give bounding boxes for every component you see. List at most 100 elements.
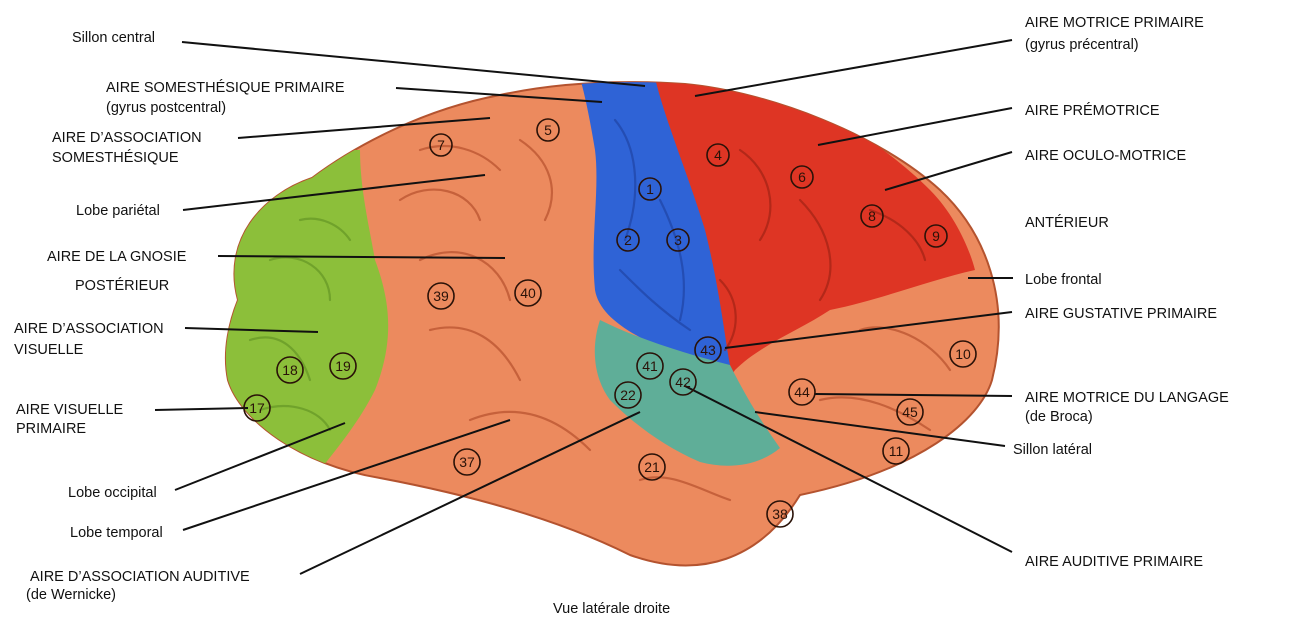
area-marker-38: 38 (766, 500, 794, 528)
area-marker-41: 41 (636, 352, 664, 380)
area-number: 40 (520, 285, 536, 301)
leader-motrice-primaire (694, 39, 1013, 97)
area-marker-5: 5 (536, 118, 560, 142)
leader-sillon-central (181, 41, 646, 87)
left-labels: Sillon central AIRE SOMESTHÉSIQUE PRIMAI… (14, 30, 345, 603)
label-sillon-lateral: Sillon latéral (1013, 442, 1092, 458)
leader-gnosie (217, 255, 506, 259)
area-number: 45 (902, 404, 918, 420)
label-gustative-primaire: AIRE GUSTATIVE PRIMAIRE (1025, 306, 1217, 322)
leader-gustative-primaire (724, 311, 1013, 349)
leader-lobe-occipital (174, 422, 346, 491)
label-association-visuelle: AIRE D’ASSOCIATION (14, 321, 164, 337)
area-marker-10: 10 (949, 340, 977, 368)
leader-somesthesique-primaire (395, 87, 603, 103)
label-somesthesique-primaire-sub: (gyrus postcentral) (106, 100, 226, 116)
area-marker-40: 40 (514, 279, 542, 307)
area-number: 4 (714, 147, 722, 163)
leader-lines (154, 39, 1013, 575)
label-motrice-langage: AIRE MOTRICE DU LANGAGE (1025, 390, 1229, 406)
area-number: 38 (772, 506, 788, 522)
label-gnosie: AIRE DE LA GNOSIE (47, 249, 187, 265)
label-premotrice: AIRE PRÉMOTRICE (1025, 102, 1160, 119)
area-marker-3: 3 (666, 228, 690, 252)
leader-sillon-lateral (754, 411, 1006, 447)
area-marker-2: 2 (616, 228, 640, 252)
label-lobe-parietal: Lobe pariétal (76, 203, 160, 219)
area-number: 8 (868, 208, 876, 224)
area-number: 39 (433, 288, 449, 304)
label-motrice-langage-sub: (de Broca) (1025, 409, 1093, 425)
area-number: 3 (674, 232, 682, 248)
label-lobe-temporal: Lobe temporal (70, 525, 163, 541)
area-marker-39: 39 (427, 282, 455, 310)
area-marker-8: 8 (860, 204, 884, 228)
area-number: 43 (700, 342, 716, 358)
label-association-somesthesique-2: SOMESTHÉSIQUE (52, 149, 179, 166)
area-marker-22: 22 (614, 381, 642, 409)
label-lobe-occipital: Lobe occipital (68, 485, 157, 501)
premotor-cortex-region (650, 82, 975, 420)
area-marker-19: 19 (329, 352, 357, 380)
leader-association-auditive (299, 411, 641, 575)
label-somesthesique-primaire: AIRE SOMESTHÉSIQUE PRIMAIRE (106, 79, 345, 96)
area-marker-42: 42 (669, 368, 697, 396)
label-sillon-central: Sillon central (72, 30, 155, 46)
area-number: 7 (437, 137, 445, 153)
area-number: 6 (798, 169, 806, 185)
label-anterieur: ANTÉRIEUR (1025, 214, 1109, 231)
area-number: 1 (646, 181, 654, 197)
leader-lobe-parietal (182, 174, 486, 211)
area-marker-11: 11 (882, 437, 910, 465)
area-marker-37: 37 (453, 448, 481, 476)
area-marker-21: 21 (638, 453, 666, 481)
label-auditive-primaire: AIRE AUDITIVE PRIMAIRE (1025, 554, 1203, 570)
area-marker-6: 6 (790, 165, 814, 189)
area-marker-45: 45 (896, 398, 924, 426)
leader-oculo-motrice (884, 151, 1013, 191)
label-visuelle-primaire-2: PRIMAIRE (16, 421, 86, 437)
area-marker-4: 4 (706, 143, 730, 167)
leader-visuelle-primaire (154, 407, 249, 411)
right-labels: AIRE MOTRICE PRIMAIRE (gyrus précentral)… (1013, 15, 1229, 570)
area-number: 21 (644, 459, 660, 475)
leader-premotrice (817, 107, 1013, 146)
area-number: 42 (675, 374, 691, 390)
leader-motrice-langage (814, 393, 1013, 397)
area-number: 18 (282, 362, 298, 378)
area-number: 44 (794, 384, 810, 400)
leader-association-somesthesique (237, 117, 491, 139)
area-number: 11 (889, 443, 904, 459)
leader-association-visuelle (184, 327, 319, 333)
area-marker-44: 44 (788, 378, 816, 406)
area-marker-9: 9 (924, 224, 948, 248)
label-visuelle-primaire: AIRE VISUELLE (16, 402, 124, 418)
area-marker-7: 7 (429, 133, 453, 157)
label-lobe-frontal: Lobe frontal (1025, 272, 1102, 288)
leader-auditive-primaire (684, 385, 1013, 553)
label-motrice-primaire: AIRE MOTRICE PRIMAIRE (1025, 15, 1204, 31)
area-marker-17: 17 (243, 394, 271, 422)
area-marker-18: 18 (276, 356, 304, 384)
area-number: 2 (624, 232, 632, 248)
brain-illustration (224, 81, 1000, 567)
leader-lobe-temporal (182, 419, 511, 531)
area-number: 22 (620, 387, 636, 403)
label-association-visuelle-2: VISUELLE (14, 342, 84, 358)
label-oculo-motrice: AIRE OCULO-MOTRICE (1025, 148, 1186, 164)
somatosensory-cortex-region (580, 82, 730, 365)
area-number: 9 (932, 228, 940, 244)
area-marker-43: 43 (694, 336, 722, 364)
area-number: 19 (335, 358, 351, 374)
area-number: 41 (642, 358, 658, 374)
area-number: 5 (544, 122, 552, 138)
label-association-auditive: AIRE D’ASSOCIATION AUDITIVE (30, 569, 250, 585)
area-number: 10 (955, 346, 971, 362)
area-marker-1: 1 (638, 177, 662, 201)
label-posterieur: POSTÉRIEUR (75, 277, 169, 294)
label-motrice-primaire-sub: (gyrus précentral) (1025, 37, 1139, 53)
label-association-auditive-sub: (de Wernicke) (26, 587, 116, 603)
label-association-somesthesique: AIRE D’ASSOCIATION (52, 130, 202, 146)
area-markers: 1 2 3 4 5 6 7 8 9 10 11 17 18 19 21 22 3… (243, 118, 977, 528)
